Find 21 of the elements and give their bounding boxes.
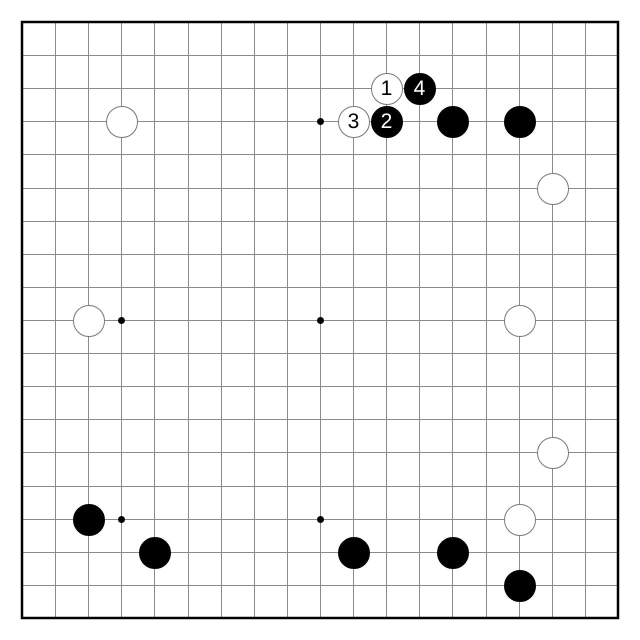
go-stone (504, 570, 536, 602)
go-stone (536, 172, 568, 204)
go-stone (504, 106, 536, 138)
go-stone (72, 304, 104, 336)
go-stone (338, 106, 370, 138)
go-stone (72, 504, 104, 536)
go-stone (338, 536, 370, 568)
move-number: 1 (380, 78, 392, 100)
move-number: 4 (414, 78, 426, 100)
go-stone (504, 504, 536, 536)
go-stone (436, 106, 468, 138)
go-stone (404, 72, 436, 104)
go-stone (436, 536, 468, 568)
move-number: 2 (380, 110, 392, 132)
go-stone (370, 106, 402, 138)
go-stone (106, 106, 138, 138)
go-stone (504, 304, 536, 336)
move-number: 3 (348, 110, 360, 132)
go-stone (138, 536, 170, 568)
go-stone (536, 436, 568, 468)
go-stone (370, 72, 402, 104)
